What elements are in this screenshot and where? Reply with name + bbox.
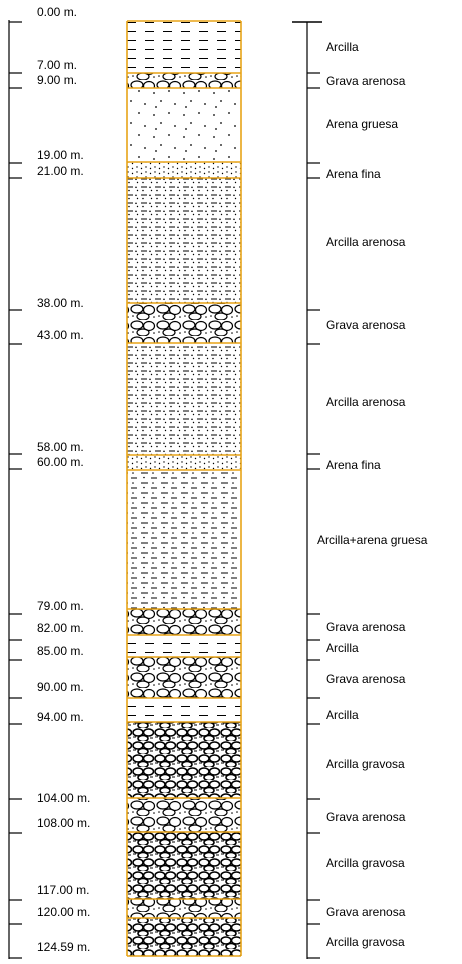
depth-label: 82.00 m. (37, 621, 84, 635)
depth-label: 104.00 m. (37, 791, 90, 805)
layer-gravelly-clay-block (127, 722, 241, 798)
layer-clay-block (127, 635, 241, 657)
layer-gravel-block (127, 73, 241, 88)
layer-name-label: Arcilla (326, 708, 359, 722)
layer-gravelly-clay-block (127, 832, 241, 899)
depth-label: 38.00 m. (37, 296, 84, 310)
layer-name-label: Arcilla (326, 641, 359, 655)
layer-name-label: Grava arenosa (326, 810, 406, 824)
layer-name-label: Grava arenosa (326, 74, 406, 88)
layer-coarse-sand-block (127, 88, 241, 162)
depth-label: 58.00 m. (37, 440, 84, 454)
depth-label: 60.00 m. (37, 455, 84, 469)
depth-label: 124.59 m. (37, 940, 90, 954)
depth-label: 0.00 m. (37, 5, 77, 19)
layer-name-label: Arcilla (326, 40, 359, 54)
layer-fine-sand-block (127, 455, 241, 470)
soil-column (126, 20, 242, 957)
depth-scale: 0.00 m. 7.00 m.9.00 m. 19.00 m. 21.00 m. 38.… (8, 5, 90, 959)
layer-name-label: Grava arenosa (326, 905, 406, 919)
layer-clay-block (127, 698, 241, 722)
layer-name-label: Arcilla gravosa (326, 856, 405, 870)
layer-name-label: Arena gruesa (326, 117, 398, 131)
depth-label: 85.00 m. (37, 644, 84, 658)
depth-label: 117.00 m. (37, 883, 89, 897)
layer-name-label: Arena fina (326, 167, 381, 181)
layer-name-label: Arena fina (326, 458, 381, 472)
layer-name-label: Arcilla arenosa (326, 395, 406, 409)
layer-gravelly-clay-block (127, 918, 241, 956)
layer-gravel-block (127, 899, 241, 918)
layer-name-label: Arcilla arenosa (326, 235, 406, 249)
layer-gravel-block (127, 798, 241, 832)
layer-gravel-block (127, 609, 241, 635)
depth-label: 90.00 m. (37, 680, 84, 694)
depth-label: 79.00 m. (37, 599, 84, 613)
depth-label: 120.00 m. (37, 905, 90, 919)
layer-name-label: Grava arenosa (326, 672, 406, 686)
layer-name-label: Arcilla+arena gruesa (317, 533, 428, 547)
depth-label: 21.00 m. (37, 164, 84, 178)
layer-name-label: Grava arenosa (326, 620, 406, 634)
layer-sandy-clay-block (127, 343, 241, 455)
depth-label: 43.00 m. (37, 328, 84, 342)
layer-gravel-block (127, 657, 241, 698)
depth-label: 94.00 m. (37, 710, 84, 724)
layer-name-label: Arcilla gravosa (326, 757, 405, 771)
layer-gravel-block (127, 303, 241, 343)
layer-clay-coarse-sand-block (127, 470, 241, 609)
layer-clay-block (127, 21, 241, 73)
depth-label: 19.00 m. (37, 148, 84, 162)
layer-name-label: Arcilla gravosa (326, 935, 405, 949)
layer-sandy-clay-block (127, 178, 241, 303)
layer-fine-sand-block (127, 162, 241, 178)
depth-label: 9.00 m. (37, 73, 77, 87)
layer-name-label: Grava arenosa (326, 318, 406, 332)
depth-label: 108.00 m. (37, 816, 90, 830)
depth-label: 7.00 m. (37, 58, 77, 72)
